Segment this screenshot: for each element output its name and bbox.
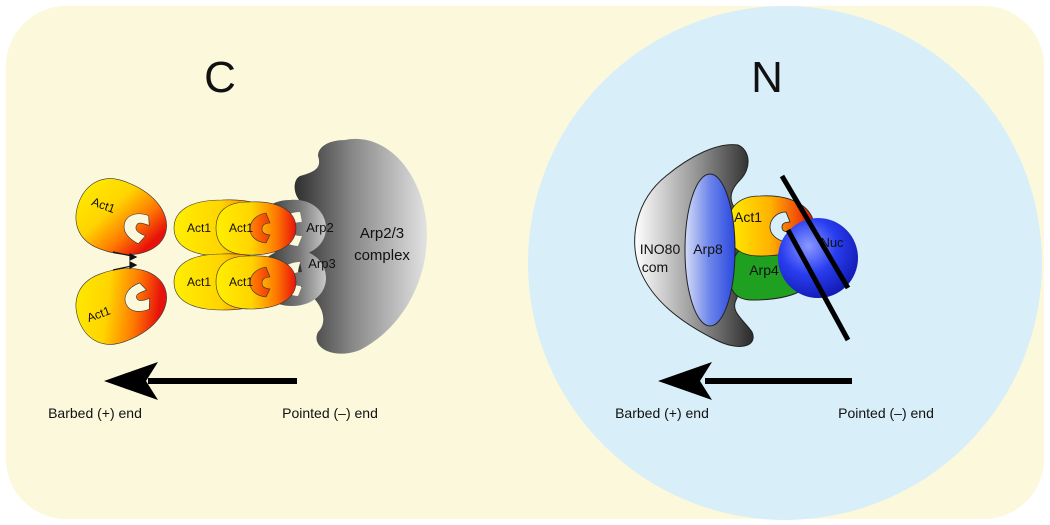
act1-row2-inner-label: Act1 <box>229 275 253 289</box>
binding-arrows <box>112 251 138 271</box>
panel-letter-n: N <box>751 53 783 102</box>
arp2-label: Arp2 <box>306 220 333 235</box>
cyto-pointed-end-label: Pointed (–) end <box>282 405 378 421</box>
ino80-label-line1: INO80 <box>640 241 681 257</box>
nuclear-pointed-end-label: Pointed (–) end <box>838 405 934 421</box>
arp23-complex-shape <box>294 138 427 354</box>
cyto-barbed-end-label: Barbed (+) end <box>48 405 142 421</box>
nuclear-direction-arrow <box>658 362 852 400</box>
arp8-shape <box>684 173 736 327</box>
panel-letter-c: C <box>204 53 236 102</box>
nuclear-act1-label: Act1 <box>734 209 762 225</box>
arp3-label: Arp3 <box>308 256 335 271</box>
arp4-label: Arp4 <box>749 262 779 278</box>
act1-row1-inner-label: Act1 <box>229 221 253 235</box>
act1-row2-outer-label: Act1 <box>187 275 211 289</box>
act1-row1-outer-label: Act1 <box>187 221 211 235</box>
act1-row2-inner <box>215 255 297 310</box>
cyto-direction-arrow <box>104 362 297 400</box>
nuclear-barbed-end-label: Barbed (+) end <box>615 405 709 421</box>
arp23-label-line1: Arp2/3 <box>360 225 404 242</box>
act1-row1-inner <box>215 201 297 256</box>
ino80-label-line2: com <box>642 259 668 275</box>
nuc-label: Nuc <box>820 235 844 250</box>
nucleosome-sphere <box>778 218 858 298</box>
act1-free-top <box>75 178 167 255</box>
dna-strands <box>779 174 851 342</box>
arp23-label-line2: complex <box>354 247 410 264</box>
act1-free-bottom <box>75 268 167 345</box>
arp8-label: Arp8 <box>693 241 723 257</box>
